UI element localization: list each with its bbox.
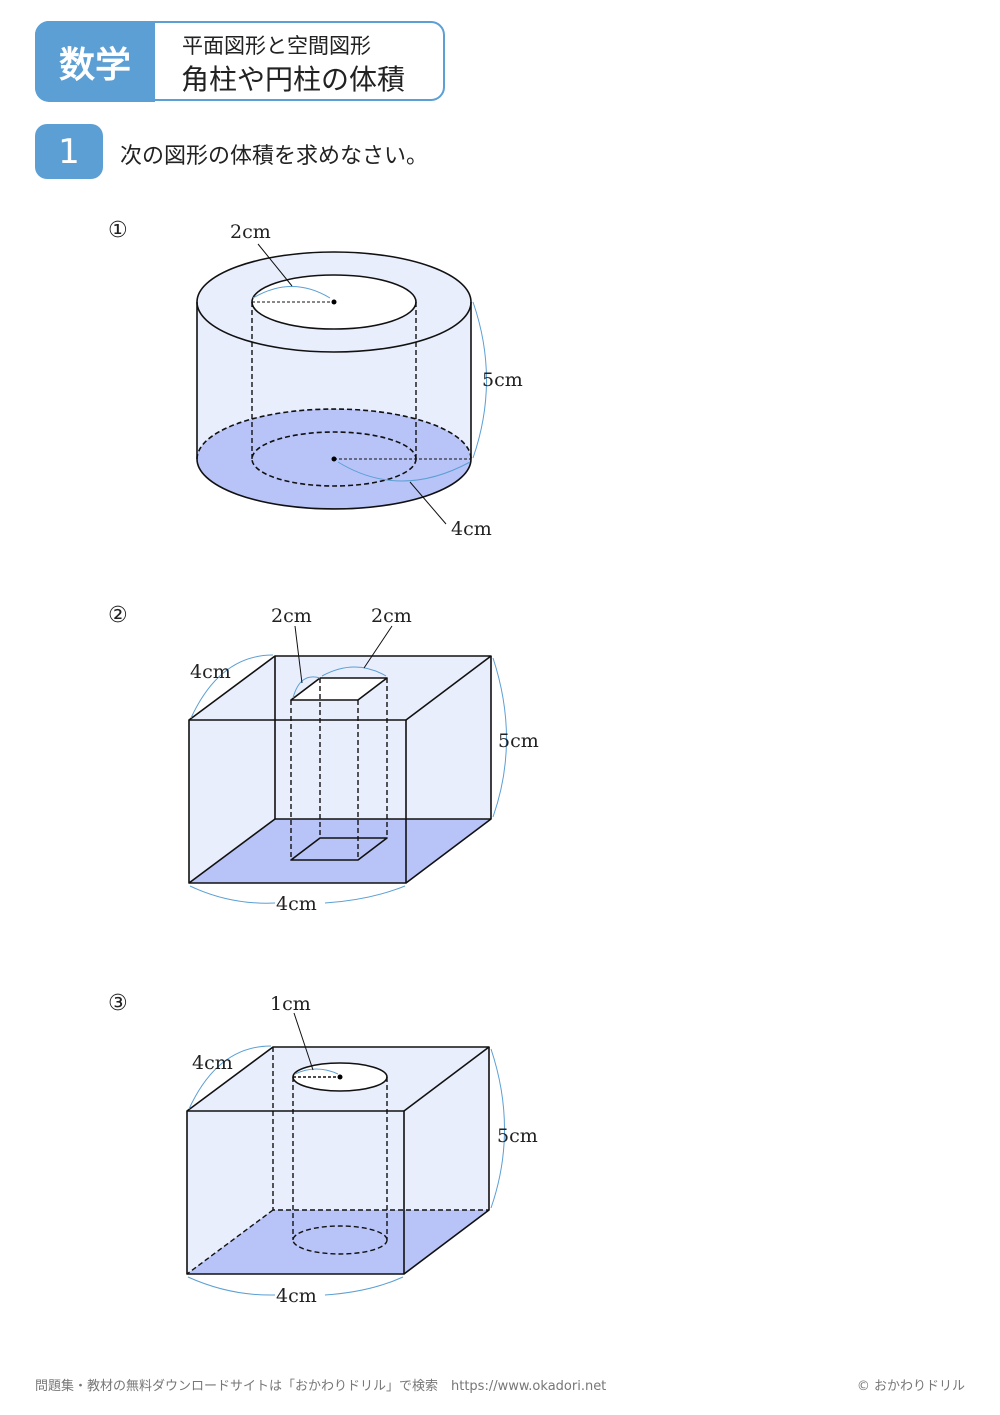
- inner-radius-label: 2cm: [230, 221, 271, 243]
- problem-label: ①: [108, 218, 128, 243]
- depth-label: 4cm: [192, 1052, 233, 1074]
- outer-radius-label: 4cm: [451, 518, 492, 540]
- question-number: 1: [35, 124, 103, 179]
- box-with-square-hole-figure: 4cm 2cm 2cm 5cm 4cm: [188, 605, 539, 915]
- subject-label: 数学: [35, 21, 155, 102]
- box-with-cylinder-hole-figure: 4cm 1cm 5cm 4cm: [186, 993, 538, 1307]
- width-label: 4cm: [276, 1285, 317, 1307]
- problem-label: ②: [108, 603, 128, 628]
- height-label: 5cm: [482, 369, 523, 391]
- hole-depth-label: 2cm: [371, 605, 412, 627]
- hole-radius-label: 1cm: [270, 993, 311, 1015]
- problem-label: ③: [108, 991, 128, 1016]
- width-label: 4cm: [276, 893, 317, 915]
- footer-copyright: © おかわりドリル: [856, 1379, 965, 1394]
- unit-subtitle: 平面図形と空間図形: [182, 34, 371, 58]
- worksheet-title: 角柱や円柱の体積: [181, 63, 406, 96]
- question-instruction: 次の図形の体積を求めなさい。: [120, 144, 429, 169]
- height-label: 5cm: [498, 730, 539, 752]
- height-label: 5cm: [497, 1125, 538, 1147]
- depth-label: 4cm: [190, 661, 231, 683]
- hollow-cylinder-figure: 2cm 5cm 4cm: [196, 221, 523, 540]
- footer-text: 問題集・教材の無料ダウンロードサイトは「おかわりドリル」で検索 https://…: [35, 1379, 607, 1394]
- hole-width-label: 2cm: [271, 605, 312, 627]
